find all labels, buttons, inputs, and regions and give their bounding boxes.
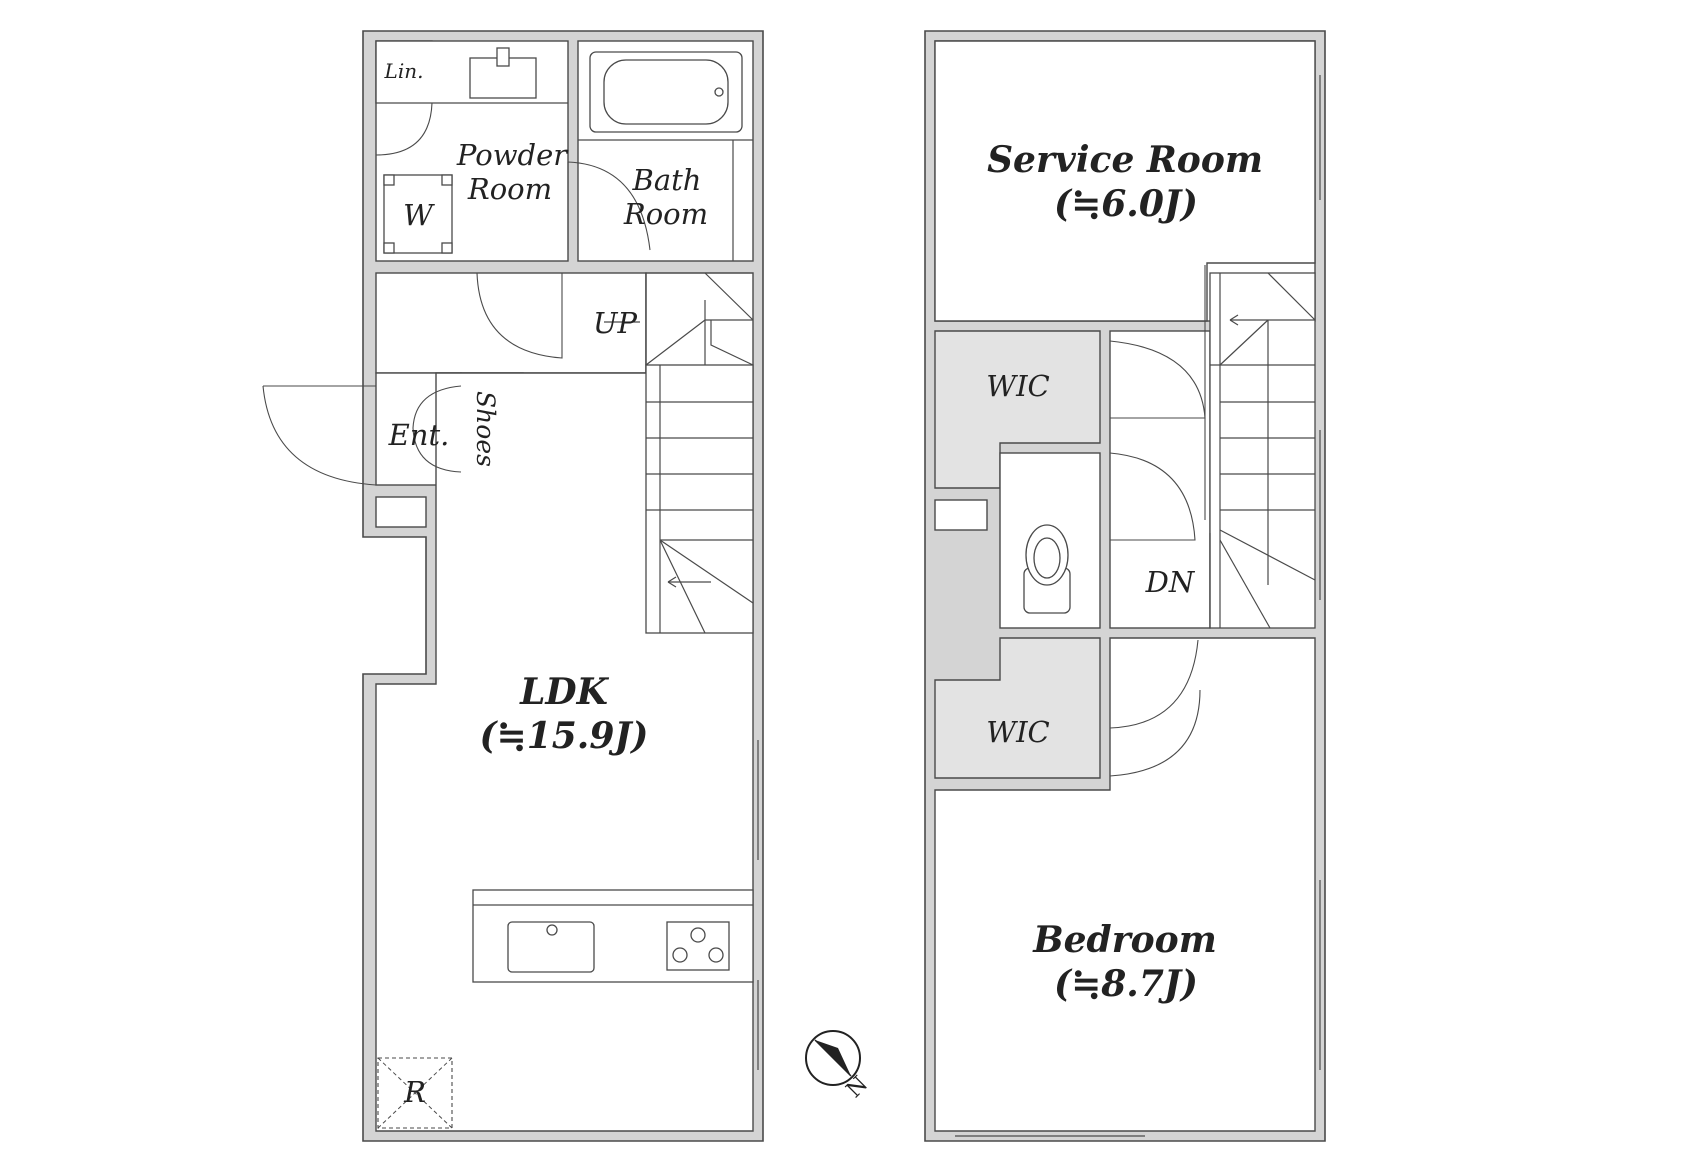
powder-room-label-2: Room bbox=[467, 172, 552, 206]
wic-lower bbox=[934, 637, 1101, 779]
wic-lower-label: WIC bbox=[986, 715, 1049, 749]
north-compass: N bbox=[805, 1030, 873, 1103]
front-door[interactable] bbox=[262, 385, 377, 486]
bath-room-label: Bath bbox=[632, 163, 702, 197]
first-floor: Lin. Powder Room W Bath Room UP Ent. Sho… bbox=[262, 30, 764, 1142]
powder-room-door[interactable] bbox=[476, 272, 563, 359]
bath-door[interactable] bbox=[567, 161, 651, 251]
bathtub bbox=[589, 51, 743, 133]
hall bbox=[375, 272, 647, 374]
shoes-closet-door[interactable] bbox=[412, 385, 462, 473]
small-storage-2f bbox=[934, 499, 988, 531]
bedroom-door[interactable] bbox=[1109, 639, 1199, 729]
wash-basin bbox=[469, 47, 537, 99]
washing-machine bbox=[383, 174, 453, 254]
linen-label: Lin. bbox=[384, 59, 424, 83]
refrigerator-label: R bbox=[403, 1075, 426, 1109]
wic-upper bbox=[934, 330, 1101, 489]
up-label: UP bbox=[593, 306, 637, 340]
wic-lower-door[interactable] bbox=[1109, 689, 1201, 777]
powder-room-label: Powder bbox=[456, 138, 569, 172]
wic-upper-label: WIC bbox=[986, 369, 1049, 403]
second-floor: Service Room (≒6.0J) WIC DN WIC Bedroom … bbox=[924, 30, 1326, 1142]
wic-upper-door[interactable] bbox=[1109, 340, 1206, 419]
staircase-second-floor bbox=[1209, 272, 1316, 629]
ldk-label: LDK bbox=[519, 671, 610, 713]
service-room-label: Service Room bbox=[987, 139, 1263, 181]
small-storage bbox=[375, 496, 427, 528]
service-room-area-label: (≒6.0J) bbox=[1054, 183, 1198, 225]
refrigerator bbox=[377, 1057, 453, 1129]
bedroom bbox=[934, 637, 1316, 1132]
toilet-door[interactable] bbox=[1109, 452, 1196, 541]
service-room-shape bbox=[934, 40, 1316, 322]
bedroom-label: Bedroom bbox=[1032, 919, 1217, 961]
ldk-area-label: (≒15.9J) bbox=[480, 715, 649, 757]
washer-label: W bbox=[403, 198, 435, 232]
toilet bbox=[1023, 524, 1071, 614]
bath-room-label-2: Room bbox=[623, 197, 708, 231]
kitchen-counter bbox=[472, 889, 754, 983]
bedroom-area-label: (≒8.7J) bbox=[1054, 963, 1198, 1005]
down-label: DN bbox=[1145, 565, 1196, 599]
staircase-first-floor bbox=[604, 272, 754, 634]
linen-door[interactable] bbox=[375, 102, 433, 156]
entrance-label: Ent. bbox=[388, 418, 450, 452]
shoes-label: Shoes bbox=[471, 391, 500, 467]
